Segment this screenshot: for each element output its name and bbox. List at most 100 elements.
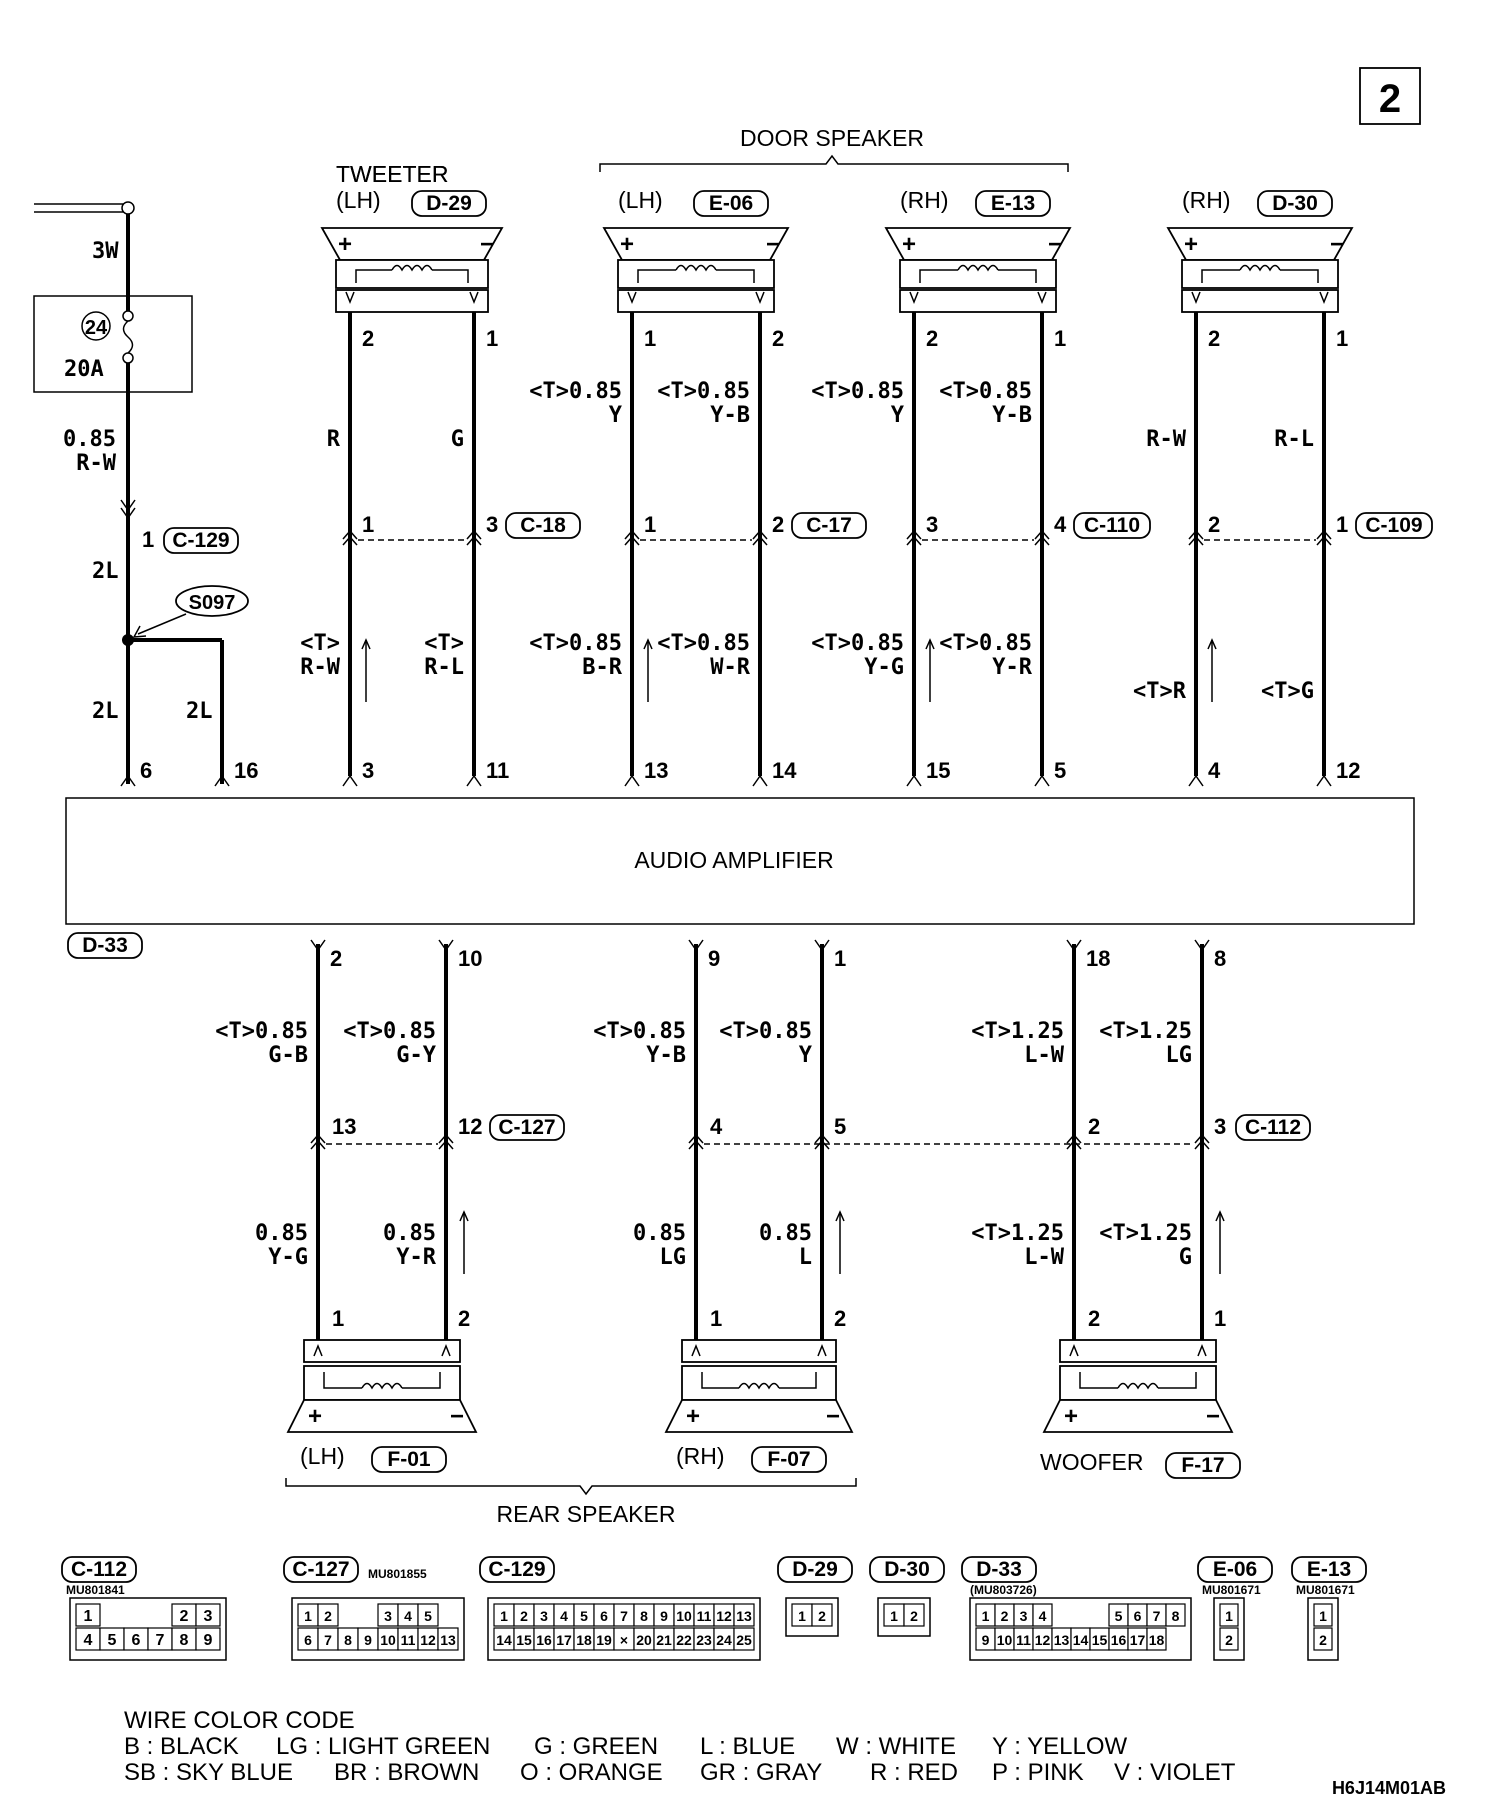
connector-tag: D-33 [961,1556,1037,1583]
wire-color-label: LG [1166,1043,1193,1068]
color-code-entry: GR : GRAY [700,1759,822,1786]
speaker-coil [391,264,433,272]
connector-pin-label: 7 [324,1632,332,1648]
speaker-coil-lead [1201,269,1319,283]
speaker-coil-lead [323,1372,441,1389]
connector-pin-label: 23 [696,1632,712,1648]
connector-pin-label: 11 [697,1608,712,1624]
connector-tag: C-129 [479,1556,555,1583]
wire-color-label: Y [799,1043,813,1068]
connector-cavity [1313,1603,1333,1627]
amp-pin-mark [342,774,358,787]
connector-pin-label: 2 [324,1608,332,1624]
amp-pin-number: 14 [772,758,797,783]
connector-tag: D-29 [777,1556,853,1583]
connector-cavity [317,1603,339,1627]
color-code-entry: Y : YELLOW [992,1733,1128,1760]
connector-pin-label: × [620,1632,628,1648]
speaker-pin: 1 [710,1306,722,1331]
wire-size-label: 0.85 [383,1221,436,1246]
speaker-pin: 2 [1088,1306,1100,1331]
connector-pin: 2 [1088,1114,1100,1139]
speaker-body [335,259,489,289]
connector-pin-label: 10 [676,1608,692,1624]
connector-pin-label: 6 [600,1608,608,1624]
connector-cavity [195,1627,221,1651]
splice-tag: S097 [189,592,236,614]
speaker-symbol [1166,227,1354,313]
amp-pin-number: 8 [1214,946,1226,971]
drawing-code: H6J14M01AB [1332,1778,1446,1798]
speaker-pin: 2 [926,326,938,351]
connector-tag-frame [283,1556,359,1583]
amp-pin-number: 11 [486,758,509,783]
wire-color-label: Y [891,403,905,428]
speaker-coil-lead [919,269,1037,283]
splice-pointer [137,613,187,635]
connector-pin: 4 [710,1114,723,1139]
connector-pin-label: 3 [540,1608,548,1624]
speaker-pin-mark [1191,291,1329,305]
connector-cavity [75,1603,101,1627]
connector-cavity [437,1627,459,1651]
wire-size-label: <T>0.85 [529,631,622,656]
connector-junction-mark [120,499,136,520]
wire-color-label: Y [609,403,623,428]
connector-tag: C-17 [791,512,867,539]
current-arrow-head [361,638,371,650]
connector-tag: C-112 [1235,1114,1311,1141]
color-code-entry: R : RED [870,1759,958,1786]
connector-pin-label: 17 [1130,1632,1146,1648]
connector-pin-label: 3 [384,1608,392,1624]
amp-pin-number: 4 [1208,758,1221,783]
amp-pin-number: 18 [1086,946,1110,971]
connector-junction-mark [438,1133,454,1150]
connector-pin-label: 5 [1115,1608,1123,1624]
speaker-pin-mark [345,291,479,305]
connector-pin-label: 2 [180,1608,189,1625]
wire-label: 2L [92,699,119,724]
connector-pin-label: 20 [636,1632,652,1648]
connector-tag-frame [479,1556,555,1583]
connector-tag: D-30 [869,1556,945,1583]
amp-pin-number: 13 [644,758,668,783]
page-number: 2 [1379,77,1401,121]
connector-pin: 1 [142,527,154,552]
connector-tag: C-129 [163,527,239,554]
speaker-coil [1117,1382,1159,1390]
speaker-connector [617,289,775,313]
connector-cavity [1146,1627,1167,1651]
connector-cavity [811,1603,833,1627]
connector-pin-label: 1 [982,1608,990,1624]
wire-size-label: <T>0.85 [811,631,904,656]
wire-size-label: <T>0.85 [719,1019,812,1044]
connector-pin-label: 3 [204,1608,213,1625]
speaker-body [681,1365,837,1401]
connector-cavity [1032,1603,1053,1627]
connector-pin-label: 1 [304,1608,312,1624]
connector-pin-label: 12 [1035,1632,1051,1648]
connector-cavity [195,1603,221,1627]
connector-junction-mark [466,529,482,546]
connector-pin-label: 1 [1319,1608,1327,1624]
connector-cavity [1219,1627,1239,1651]
wire-size-label: <T>0.85 [939,631,1032,656]
amp-pin-mark [624,774,640,787]
splice-pointer-head [132,625,147,638]
connector-tag-frame [411,190,487,217]
connector-pin-label: 4 [404,1608,412,1624]
speaker-coil [957,264,999,272]
amp-pin-mark [1316,774,1332,787]
amp-pin-mark [466,774,482,787]
connector-tag-label: C-112 [1245,1116,1301,1139]
speaker-name: TWEETER [336,161,448,187]
connector-pin-label: 6 [304,1632,312,1648]
connector-tag-label: C-112 [71,1558,127,1581]
plus-sign: + [308,1403,322,1430]
wire-color-label: Y-G [268,1245,308,1270]
color-code-entry: LG : LIGHT GREEN [276,1733,490,1760]
speaker-symbol [320,227,504,313]
wire-color-label: W-R [710,655,750,680]
amp-pin-number: 2 [330,946,342,971]
